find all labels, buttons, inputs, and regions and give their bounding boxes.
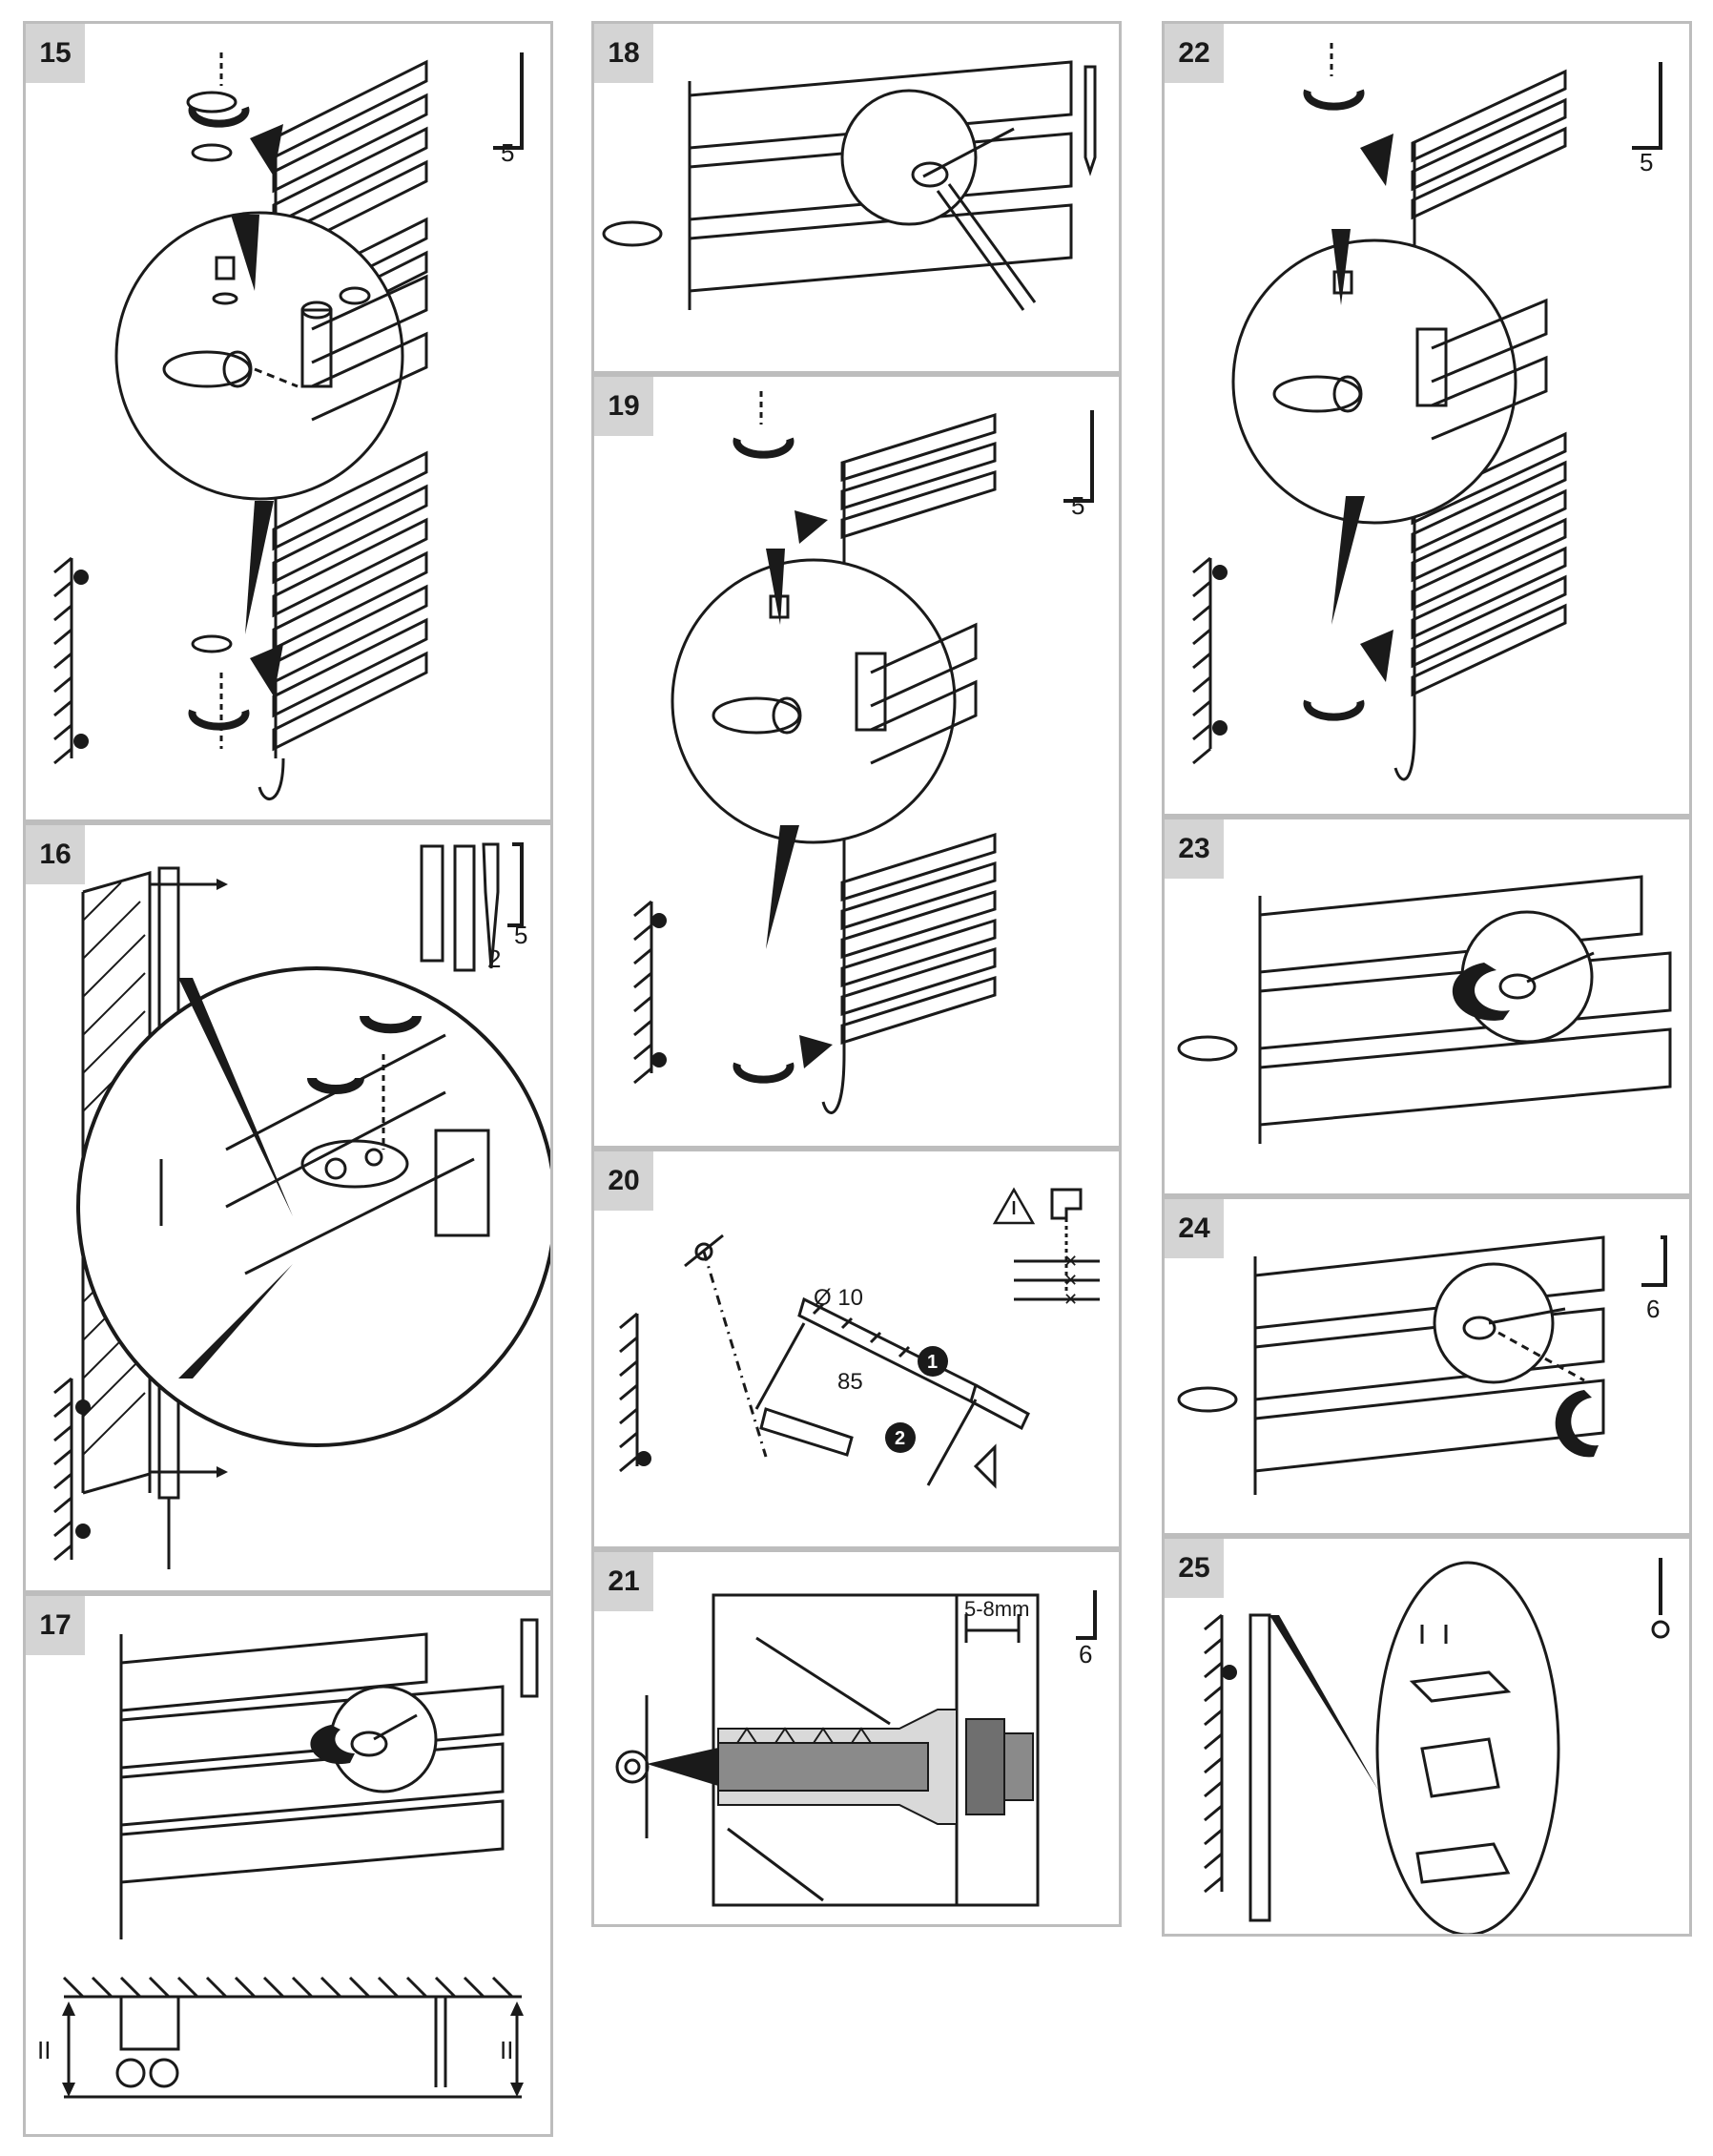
hex-key-size: 6 bbox=[1079, 1640, 1093, 1669]
svg-text:II: II bbox=[37, 2036, 51, 2064]
radiator-bars-lower bbox=[272, 450, 428, 752]
bracket-reassembly-drawing bbox=[633, 391, 1094, 1114]
step-number: 16 bbox=[26, 825, 85, 884]
svg-text:✕: ✕ bbox=[1063, 1252, 1078, 1271]
step-number: 24 bbox=[1165, 1199, 1224, 1258]
step-16-panel: 16 bbox=[23, 822, 553, 1593]
step-number: 22 bbox=[1165, 24, 1224, 83]
hex-key-size: 5 bbox=[501, 138, 515, 167]
radiator-mount-drawing bbox=[53, 52, 524, 800]
step-number: 21 bbox=[594, 1552, 653, 1611]
level-alignment-drawing bbox=[53, 842, 550, 1569]
hex-key-size: 5 bbox=[514, 921, 528, 949]
mark-holes-drawing bbox=[602, 60, 1097, 311]
gap-label: 5-8mm bbox=[964, 1597, 1030, 1621]
step-24-panel: 24 6 bbox=[1162, 1196, 1692, 1536]
step-number: 15 bbox=[26, 24, 85, 83]
secure-bolt-drawing bbox=[1177, 1235, 1667, 1495]
step-19-panel: 19 bbox=[591, 374, 1122, 1149]
bracket-cover-drawing bbox=[1204, 1558, 1670, 1934]
anchor-cross-section bbox=[717, 1709, 1034, 1825]
drill-diameter-label: Ø 10 bbox=[814, 1285, 864, 1311]
callout-1-circle bbox=[918, 1346, 948, 1377]
hex-key-size: 6 bbox=[1646, 1295, 1661, 1323]
step-number: 18 bbox=[594, 24, 653, 83]
drill-and-dowel-drawing: ✕ ✕ ✕ 1 2 bbox=[619, 1187, 1100, 1489]
side-view-drawing: II II bbox=[37, 1618, 539, 2099]
step-21-panel: 21 5-8mm 6 bbox=[591, 1549, 1122, 1927]
screwdriver-size: 2 bbox=[487, 944, 502, 973]
step-number: 17 bbox=[26, 1596, 85, 1655]
step-18-panel: 18 bbox=[591, 21, 1122, 374]
callout-2-circle bbox=[885, 1422, 916, 1453]
svg-text:✕: ✕ bbox=[1063, 1290, 1078, 1309]
step-20-panel: 20 ✕ bbox=[591, 1149, 1122, 1549]
step-number: 20 bbox=[594, 1151, 653, 1211]
tighten-bolt-drawing bbox=[1177, 875, 1672, 1144]
step-number: 25 bbox=[1165, 1539, 1224, 1598]
callout-2-label: 2 bbox=[895, 1428, 905, 1449]
arrow-in bbox=[250, 124, 283, 176]
step-25-panel: 25 bbox=[1162, 1536, 1692, 1937]
step-number: 23 bbox=[1165, 819, 1224, 879]
svg-text:✕: ✕ bbox=[1063, 1271, 1078, 1290]
anchor-detail-drawing bbox=[615, 1590, 1097, 1907]
callout-1-label: 1 bbox=[927, 1352, 938, 1373]
hex-key-size: 5 bbox=[1640, 148, 1654, 176]
drill-depth-label: 85 bbox=[837, 1369, 863, 1395]
step-15-panel: 15 bbox=[23, 21, 553, 822]
step-17-panel: 17 II II bbox=[23, 1593, 553, 2137]
step-22-panel: 22 bbox=[1162, 21, 1692, 817]
hex-key-size: 5 bbox=[1071, 491, 1085, 520]
step-23-panel: 23 bbox=[1162, 817, 1692, 1196]
step-number: 19 bbox=[594, 377, 653, 436]
svg-text:II: II bbox=[500, 2036, 513, 2064]
warning-icon bbox=[992, 1187, 1036, 1225]
final-bracket-drawing bbox=[1192, 43, 1662, 781]
